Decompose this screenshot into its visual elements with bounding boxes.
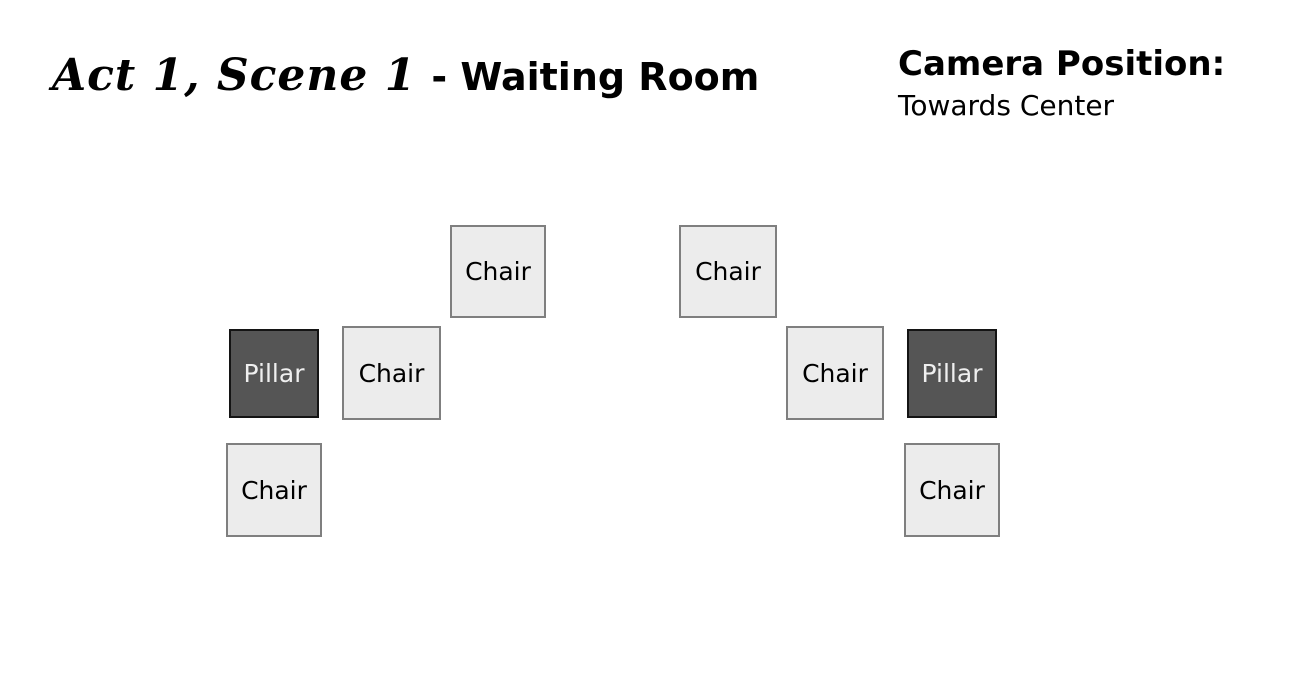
scene-act-label: Act 1, Scene 1 bbox=[52, 50, 417, 101]
chair-right-middle: Chair bbox=[786, 326, 884, 420]
chair-left-top: Chair bbox=[450, 225, 546, 318]
chair-label: Chair bbox=[241, 475, 307, 505]
chair-label: Chair bbox=[695, 257, 761, 286]
camera-position-value: Towards Center bbox=[898, 88, 1115, 122]
chair-right-top: Chair bbox=[679, 225, 777, 318]
chair-left-middle: Chair bbox=[342, 326, 441, 420]
chair-label: Chair bbox=[802, 358, 868, 388]
camera-position-block: Camera Position: Towards Center bbox=[898, 42, 1225, 124]
chair-right-bottom: Chair bbox=[904, 443, 1000, 537]
chair-label: Chair bbox=[465, 257, 531, 286]
page-title: Act 1, Scene 1 - Waiting Room bbox=[52, 50, 759, 101]
room-name-label: - Waiting Room bbox=[431, 55, 760, 99]
pillar-left: Pillar bbox=[229, 329, 319, 418]
pillar-label: Pillar bbox=[921, 359, 983, 388]
chair-label: Chair bbox=[919, 475, 985, 505]
camera-position-label: Camera Position: bbox=[898, 44, 1226, 84]
chair-left-bottom: Chair bbox=[226, 443, 322, 537]
pillar-right: Pillar bbox=[907, 329, 997, 418]
chair-label: Chair bbox=[358, 358, 425, 388]
pillar-label: Pillar bbox=[243, 359, 305, 388]
